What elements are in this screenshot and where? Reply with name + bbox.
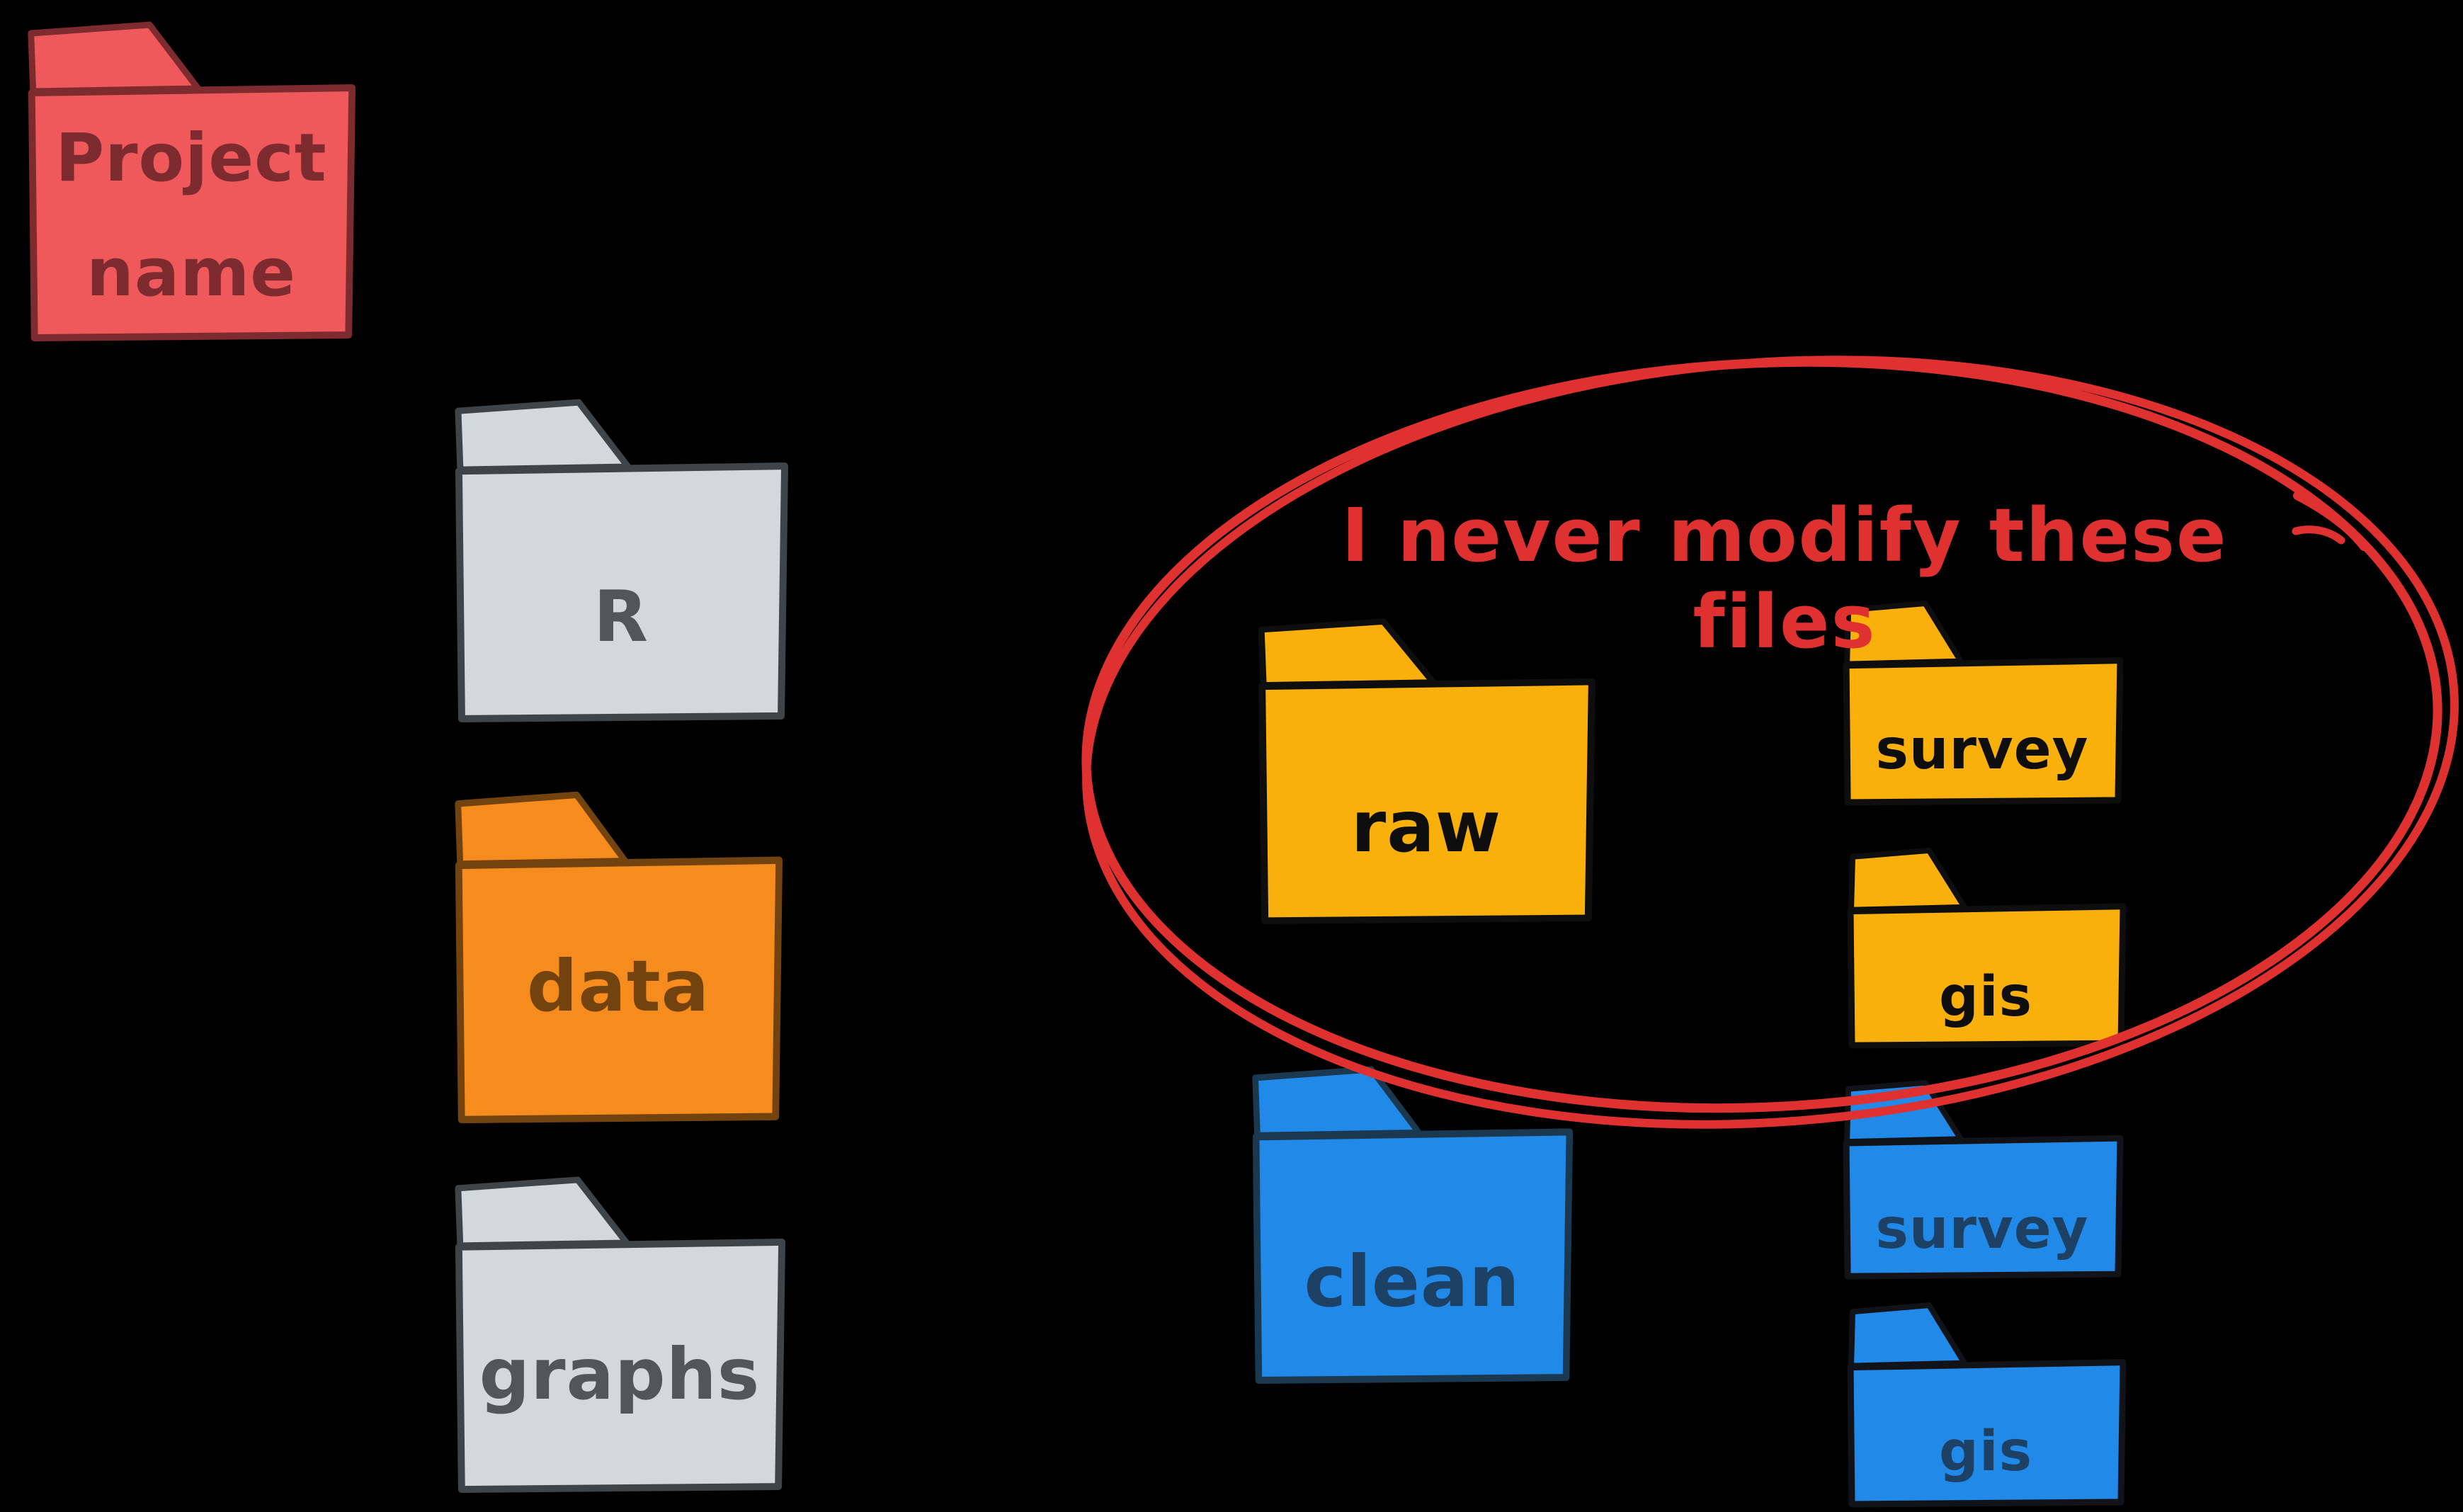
folder-label: clean (1304, 1240, 1520, 1323)
folder-label: gis (1939, 1420, 2032, 1484)
folder-label: survey (1875, 1198, 2089, 1261)
folder-icon (455, 791, 783, 1124)
folder-label: Project name (55, 120, 327, 312)
folder-label: data (526, 945, 710, 1028)
folder-label: raw (1350, 785, 1502, 868)
ellipse-pen-hook (2293, 491, 2368, 551)
folder-icon (1847, 1302, 2127, 1508)
folder-clean-survey: survey (1840, 1078, 2124, 1280)
folder-clean: clean (1249, 1062, 1575, 1384)
folder-r: R (452, 395, 790, 723)
folder-data: data (452, 788, 785, 1124)
folder-label: gis (1939, 965, 2032, 1029)
folder-raw-gis: gis (1844, 846, 2127, 1049)
folder-graphs: graphs (452, 1173, 787, 1493)
folder-icon (455, 399, 789, 723)
folder-project-name: Project name (25, 18, 358, 341)
folder-clean-gis: gis (1844, 1300, 2127, 1508)
folder-label: survey (1875, 718, 2089, 782)
annotation-text: I never modify these files (1341, 492, 2228, 665)
folder-label: R (593, 575, 649, 658)
ellipse-pen-hook-tick (2292, 525, 2345, 545)
folder-label: graphs (479, 1333, 761, 1416)
folder-icon (28, 21, 356, 341)
folder-icon (455, 1176, 786, 1493)
